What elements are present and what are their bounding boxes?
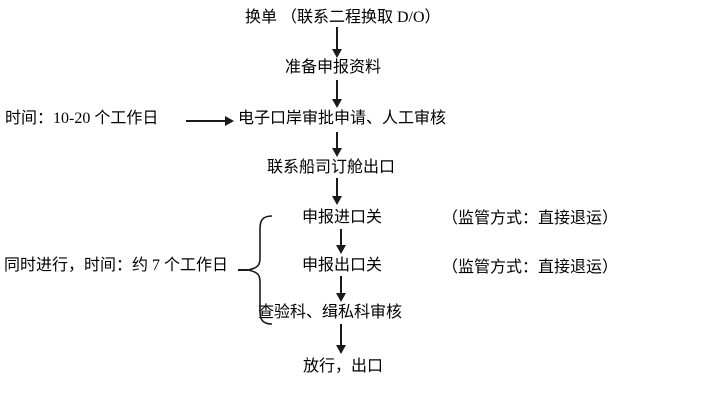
arrow-down-icon xyxy=(332,132,342,157)
arrow-shaft xyxy=(336,132,338,149)
flow-step-prepare-docs: 准备申报资料 xyxy=(285,59,382,76)
arrow-shaft xyxy=(336,80,338,100)
arrow-shaft xyxy=(340,229,342,246)
arrow-shaft xyxy=(336,178,338,197)
arrow-right-icon xyxy=(186,116,234,126)
arrow-head xyxy=(336,245,346,254)
parallel-time-note: 同时进行，时间：约 7 个工作日 xyxy=(4,257,229,274)
arrow-shaft xyxy=(186,120,226,122)
flow-step-import-declare: 申报进口关 xyxy=(302,209,383,226)
flow-step-exchange-do: 换单 （联系二程换取 D/O） xyxy=(245,9,441,26)
arrow-down-icon xyxy=(336,324,346,354)
supervision-note-export: （监管方式：直接退运） xyxy=(442,259,619,276)
flow-step-export-declare: 申报出口关 xyxy=(302,257,383,274)
arrow-shaft xyxy=(336,27,338,50)
arrow-down-icon xyxy=(332,178,342,205)
arrow-down-icon xyxy=(336,276,346,302)
arrow-shaft xyxy=(340,276,342,294)
arrow-down-icon xyxy=(332,27,342,58)
arrow-head xyxy=(332,196,342,205)
flow-step-inspection-audit: 查验科、缉私科审核 xyxy=(258,304,403,321)
time-note-eport: 时间：10-20 个工作日 xyxy=(5,110,159,127)
arrow-head xyxy=(336,293,346,302)
arrow-head xyxy=(332,49,342,58)
supervision-note-import: （监管方式：直接退运） xyxy=(442,210,619,227)
arrow-shaft xyxy=(340,324,342,346)
arrow-down-icon xyxy=(336,229,346,254)
flow-step-release-export: 放行，出口 xyxy=(303,358,384,375)
arrow-down-icon xyxy=(332,80,342,108)
arrow-head xyxy=(225,116,234,126)
arrow-head xyxy=(332,99,342,108)
left-brace-icon xyxy=(238,215,273,325)
flow-step-eport-review: 电子口岸审批申请、人工审核 xyxy=(238,110,447,127)
arrow-head xyxy=(332,148,342,157)
arrow-head xyxy=(336,345,346,354)
flow-step-booking: 联系船司订舱出口 xyxy=(267,159,396,176)
